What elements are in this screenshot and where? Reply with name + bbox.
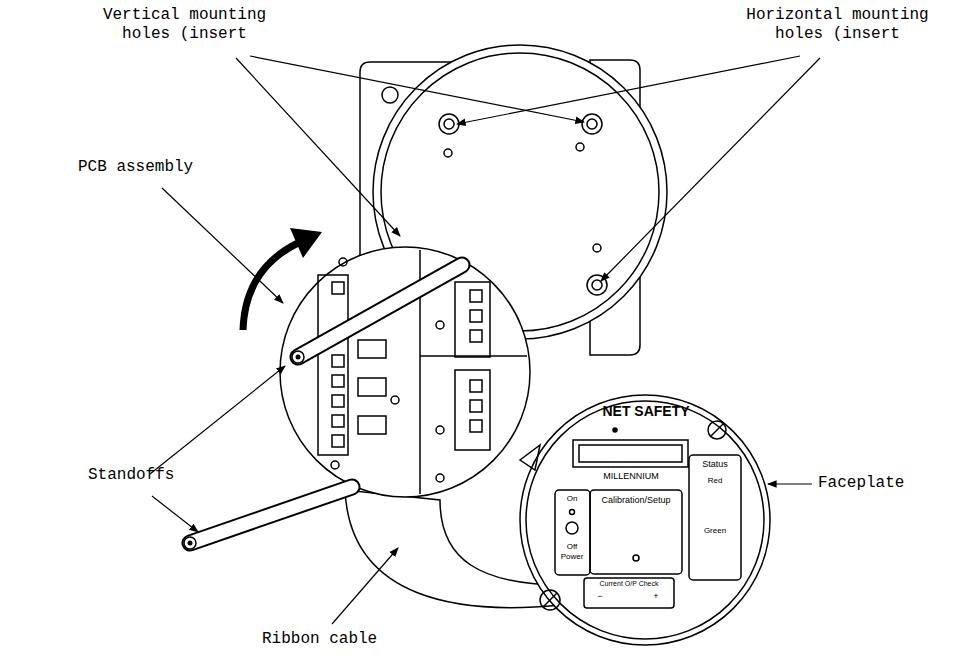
panel-text: Status [691, 459, 739, 470]
panel-text: Current O/P Check [586, 580, 672, 588]
rotation-arrow [243, 228, 322, 330]
callout-label: PCB assembly [78, 158, 193, 177]
brand-text: NET SAFETY [578, 403, 714, 420]
callout-label: Vertical mounting holes (insert [92, 6, 277, 44]
callout-label: Horizontal mounting holes (insert [730, 6, 945, 44]
panel-text: + [650, 591, 662, 602]
panel-text: − [594, 591, 606, 602]
panel-text: Calibration/Setup [592, 495, 680, 506]
panel-text: On [557, 494, 587, 504]
model-text: MILLENNIUM [596, 471, 666, 482]
callout-label: Standoffs [88, 466, 174, 485]
callout-label: Faceplate [818, 474, 904, 493]
panel-text: Off Power [557, 542, 587, 561]
callout-label: Ribbon cable [262, 630, 377, 649]
faceplate [520, 395, 770, 645]
pcb-assembly [280, 247, 530, 497]
leader-lines [150, 56, 820, 624]
panel-text: Red [691, 476, 739, 486]
panel-text: Green [691, 526, 739, 536]
standoffs [184, 265, 462, 549]
